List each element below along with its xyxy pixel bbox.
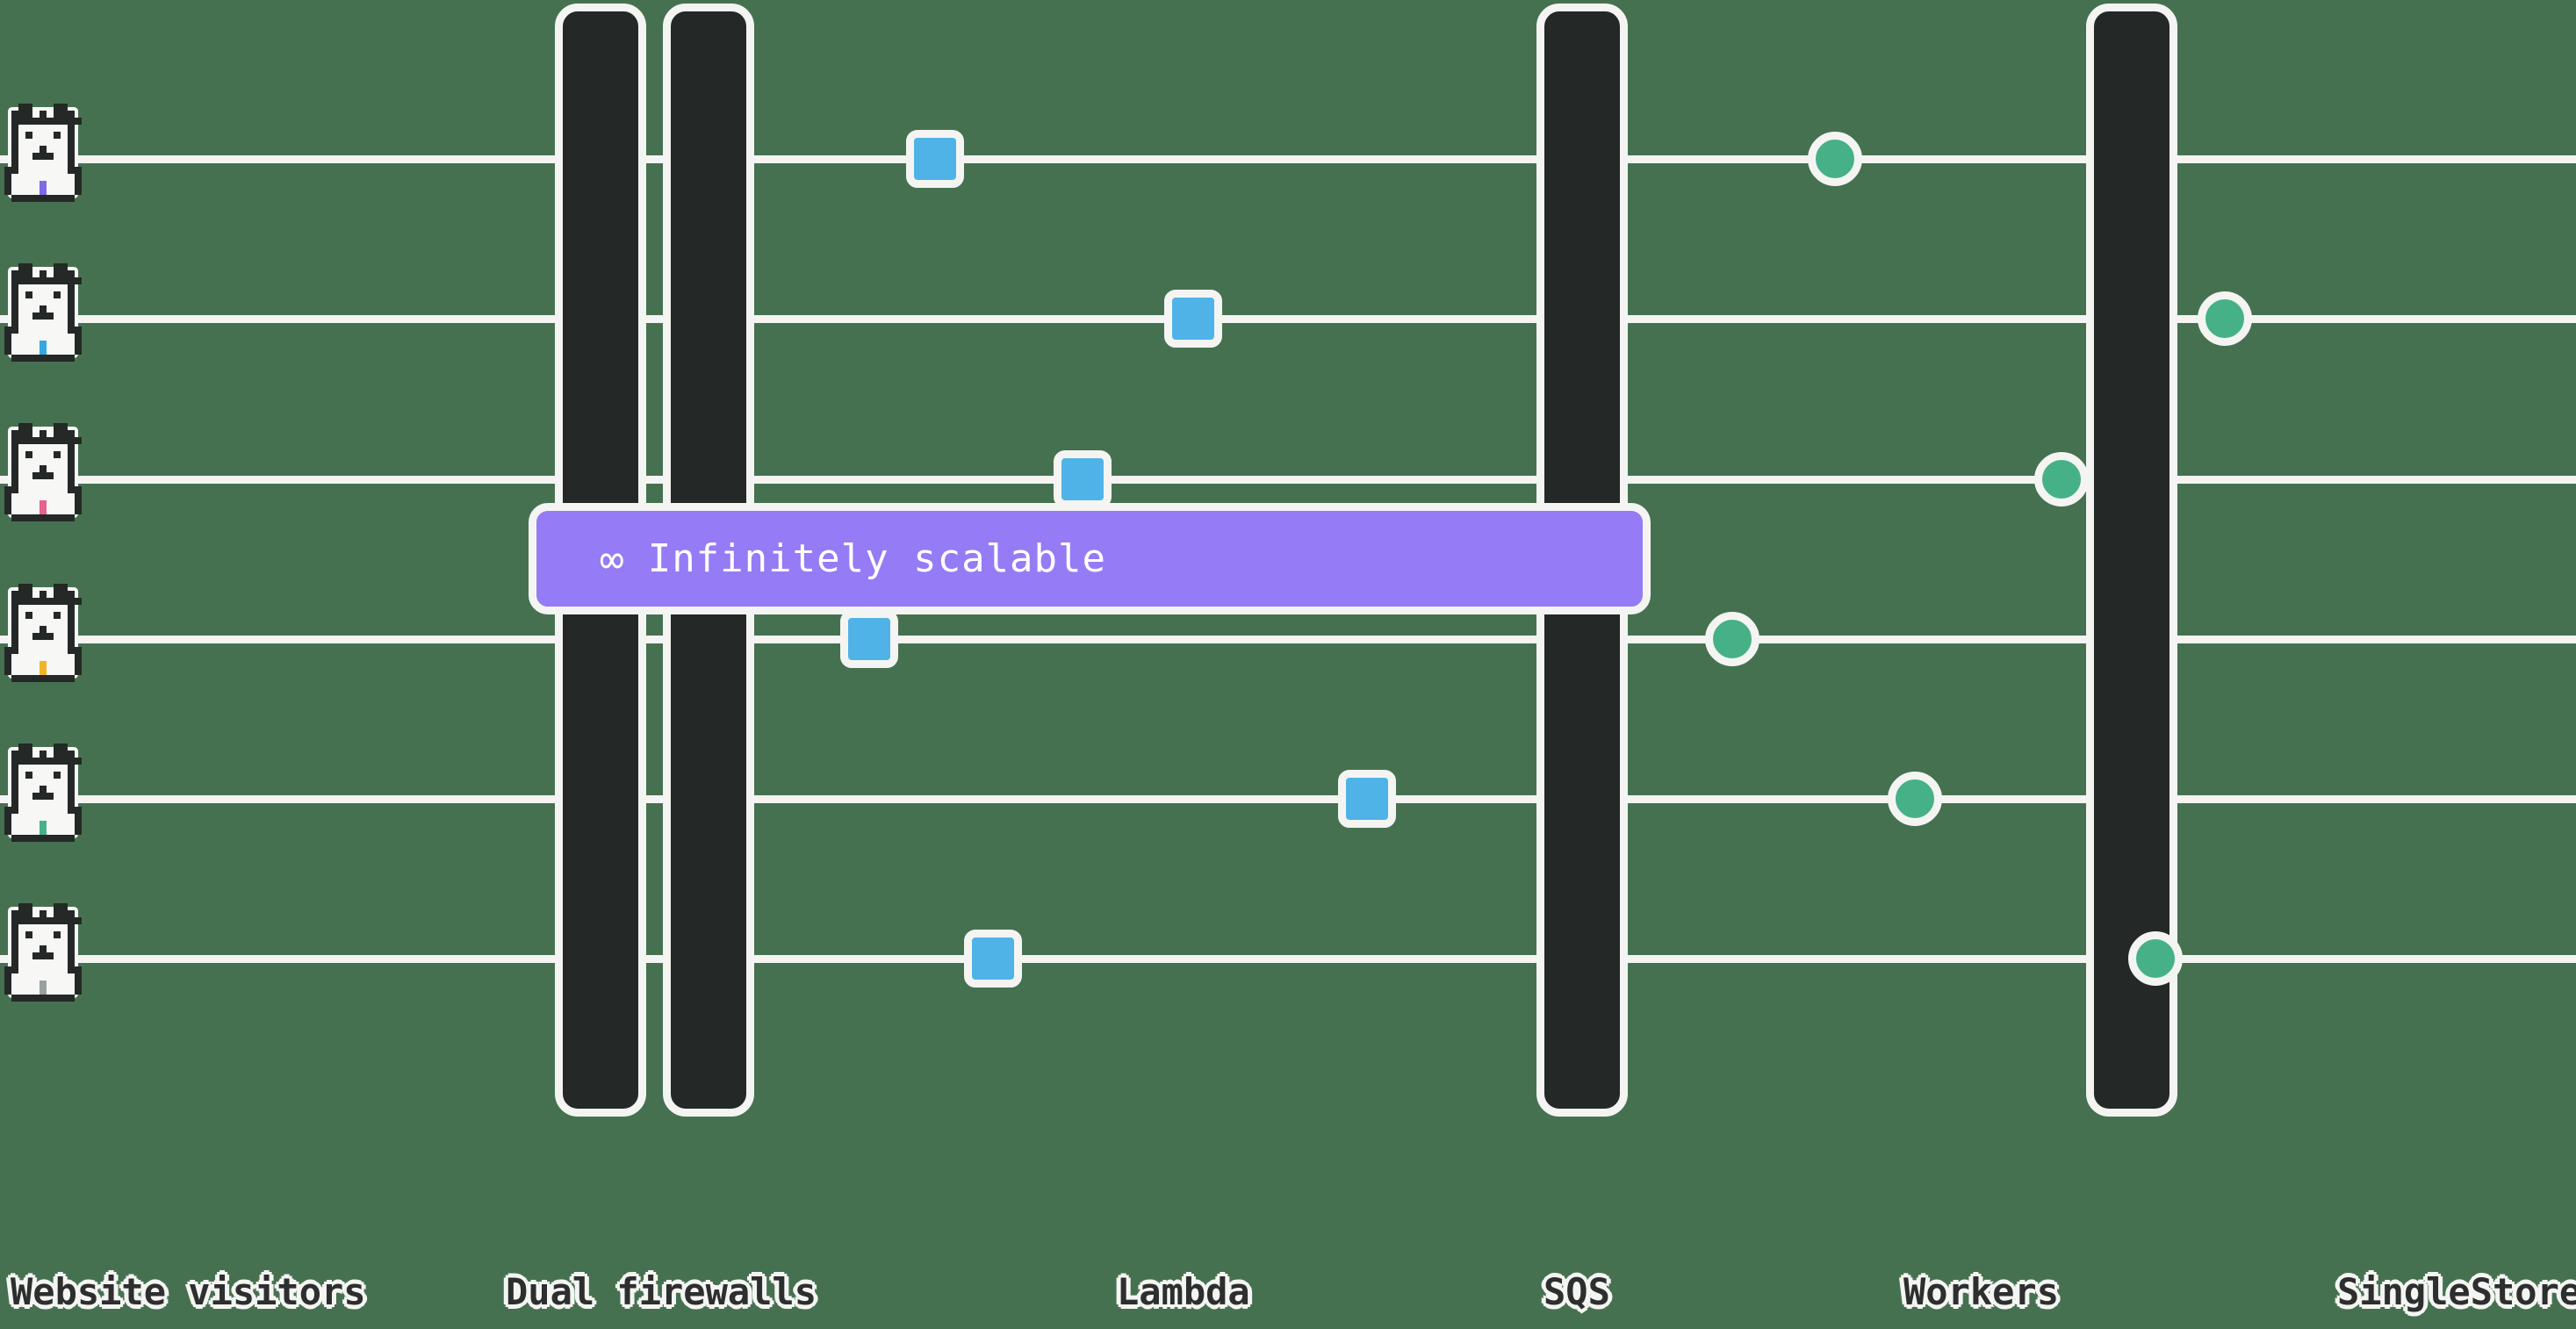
visitor-avatar-row-3[interactable] bbox=[4, 423, 82, 521]
lambda-node-row-4[interactable] bbox=[840, 610, 898, 668]
pillar-singlestore[interactable] bbox=[2086, 4, 2177, 1117]
stage-label-workers: Workers bbox=[1903, 1270, 2060, 1313]
lambda-node-row-1[interactable] bbox=[906, 130, 964, 188]
lambda-node-row-3[interactable] bbox=[1054, 450, 1112, 508]
worker-node-row-3[interactable] bbox=[2034, 452, 2089, 506]
track-row-3 bbox=[0, 476, 2576, 484]
visitor-avatar-row-4[interactable] bbox=[4, 584, 82, 682]
worker-node-row-1[interactable] bbox=[1808, 132, 1862, 186]
track-row-2 bbox=[0, 315, 2576, 323]
worker-node-row-6[interactable] bbox=[2128, 931, 2183, 986]
worker-node-row-2[interactable] bbox=[2198, 291, 2252, 346]
scalability-banner[interactable]: ∞ Infinitely scalable bbox=[529, 503, 1651, 614]
stage-label-website-visitors: Website visitors bbox=[11, 1270, 366, 1313]
visitor-avatar-row-2[interactable] bbox=[4, 263, 82, 362]
worker-node-row-5[interactable] bbox=[1888, 772, 1942, 826]
track-row-1 bbox=[0, 155, 2576, 163]
infinity-icon: ∞ bbox=[600, 535, 625, 583]
stage-label-dual-firewalls: Dual firewalls bbox=[506, 1270, 817, 1313]
visitor-avatar-row-1[interactable] bbox=[4, 104, 82, 202]
track-row-5 bbox=[0, 795, 2576, 803]
visitor-avatar-row-5[interactable] bbox=[4, 744, 82, 842]
lambda-node-row-6[interactable] bbox=[964, 930, 1022, 988]
lambda-node-row-5[interactable] bbox=[1338, 770, 1396, 828]
track-row-4 bbox=[0, 636, 2576, 643]
stage-label-sqs: SQS bbox=[1543, 1270, 1610, 1313]
visitor-avatar-row-6[interactable] bbox=[4, 903, 82, 1002]
lambda-node-row-2[interactable] bbox=[1164, 290, 1222, 348]
stage-label-lambda: Lambda bbox=[1117, 1270, 1250, 1313]
stage-label-singlestore: SingleStore bbox=[2337, 1270, 2576, 1313]
banner-text: Infinitely scalable bbox=[647, 536, 1107, 581]
worker-node-row-4[interactable] bbox=[1705, 612, 1759, 666]
track-row-6 bbox=[0, 955, 2576, 963]
